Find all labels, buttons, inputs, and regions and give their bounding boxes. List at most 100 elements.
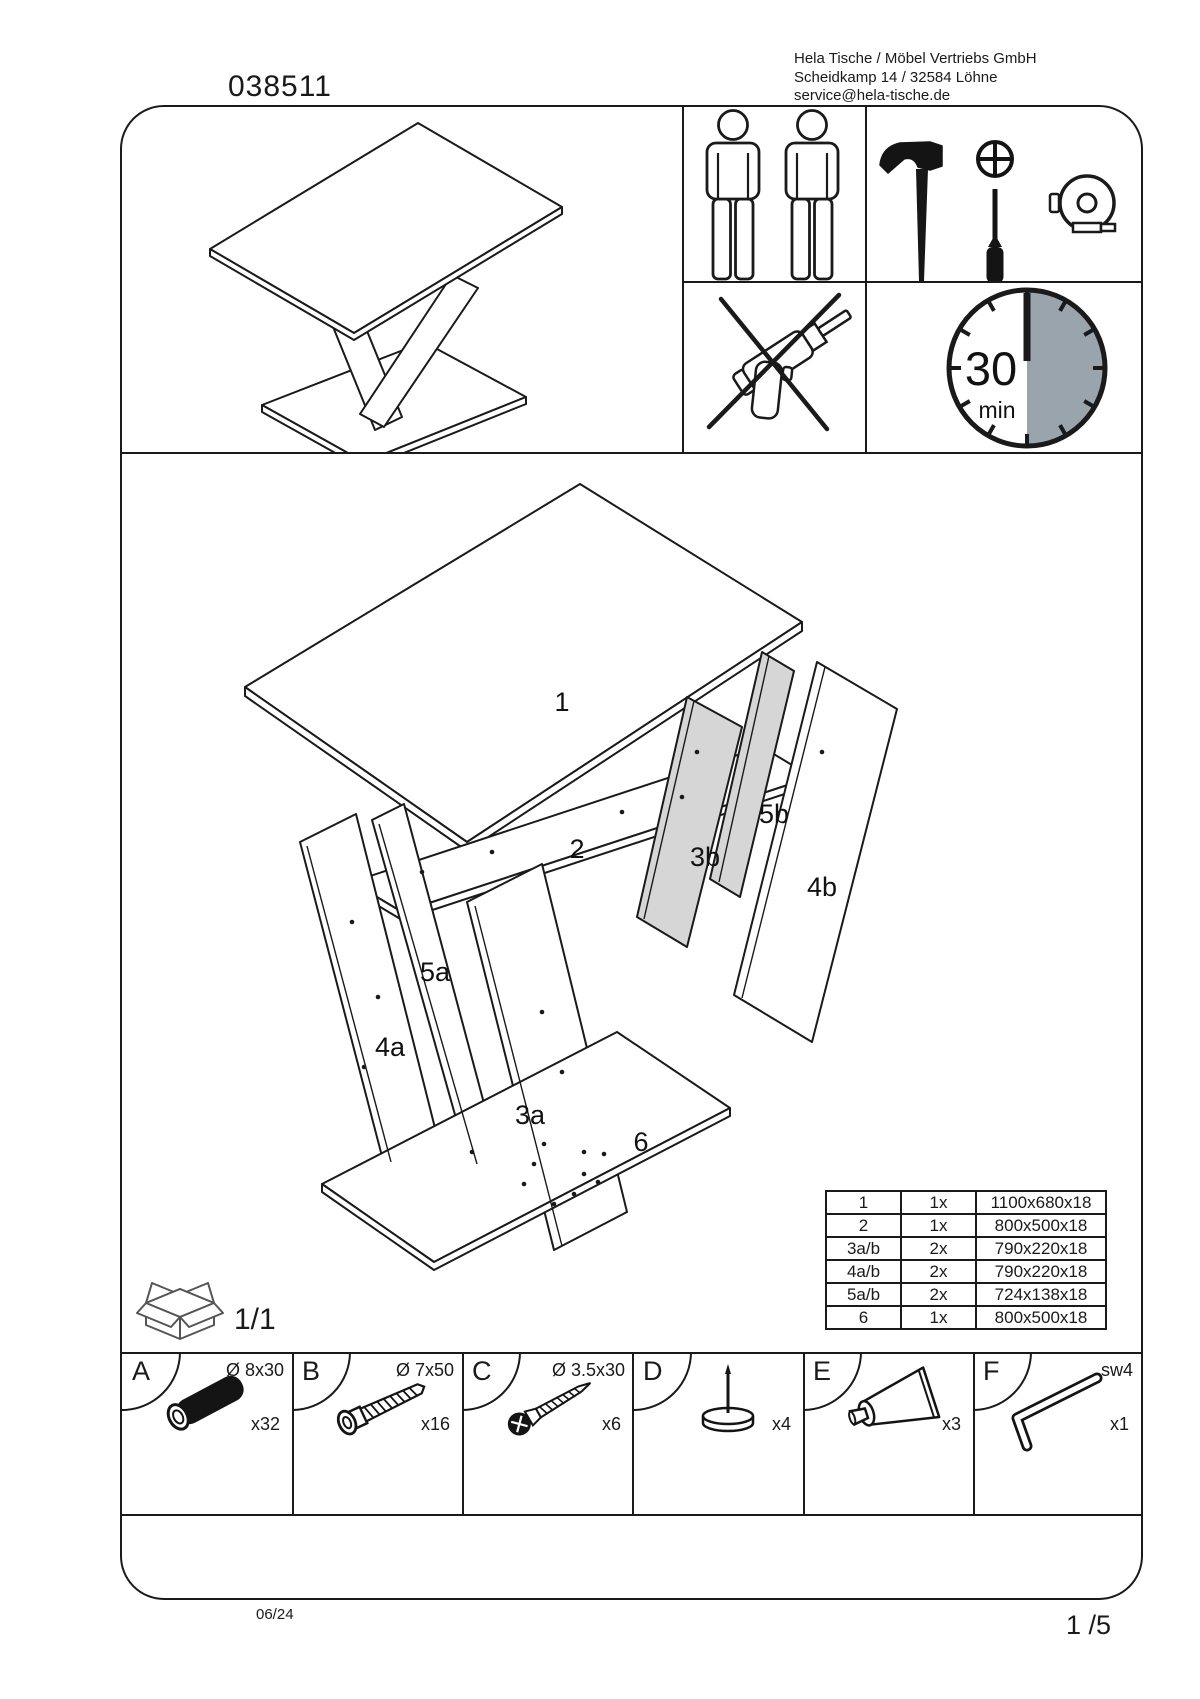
screwdriver-icon bbox=[986, 189, 1004, 281]
confirmat-screw-icon bbox=[336, 1383, 426, 1436]
hardware-letter: C bbox=[472, 1356, 492, 1386]
part-id: 4a/b bbox=[825, 1259, 902, 1284]
part-id: 1 bbox=[825, 1190, 902, 1215]
nail-glide-icon bbox=[701, 1364, 755, 1433]
hardware-letter: D bbox=[643, 1356, 663, 1386]
part-3b-panel bbox=[636, 696, 743, 948]
hardware-letter: B bbox=[302, 1356, 321, 1386]
part-dims: 724x138x18 bbox=[975, 1282, 1107, 1307]
part-id: 3a/b bbox=[825, 1236, 902, 1261]
part-qty: 1x bbox=[900, 1213, 977, 1238]
time-unit: min bbox=[978, 397, 1015, 423]
part-label-5b: 5b bbox=[759, 799, 789, 829]
hardware-qty: x4 bbox=[771, 1414, 791, 1434]
table-row: 1 1x 1100x680x18 bbox=[825, 1190, 1107, 1215]
dowel-hole-dots bbox=[349, 749, 825, 1207]
hardware-qty: x32 bbox=[250, 1414, 280, 1434]
part-qty: 2x bbox=[900, 1282, 977, 1307]
hardware-qty: x6 bbox=[601, 1414, 621, 1434]
footer-date-code: 06/24 bbox=[256, 1606, 294, 1623]
corner-arc bbox=[633, 1352, 692, 1411]
assembled-table-figure bbox=[209, 122, 563, 452]
table-row: 5a/b 2x 724x138x18 bbox=[825, 1282, 1107, 1307]
hardware-spec: Ø 3.5x30 bbox=[551, 1360, 625, 1380]
divider bbox=[632, 1352, 634, 1514]
person-icon bbox=[784, 109, 840, 281]
company-name: Hela Tische / Möbel Vertriebs GmbH bbox=[794, 50, 1037, 67]
hardware-spec: Ø 7x50 bbox=[395, 1360, 454, 1380]
divider bbox=[682, 281, 1141, 283]
hardware-letter: F bbox=[983, 1356, 1000, 1386]
clock-shaded-half bbox=[1027, 290, 1105, 446]
hardware-letter: A bbox=[132, 1356, 151, 1386]
hardware-qty: x1 bbox=[1109, 1414, 1129, 1434]
table-row: 3a/b 2x 790x220x18 bbox=[825, 1236, 1107, 1261]
part-label-4b: 4b bbox=[807, 872, 837, 902]
part-label-1: 1 bbox=[554, 687, 569, 717]
part-label-6: 6 bbox=[633, 1127, 648, 1157]
hardware-spec: Ø 8x30 bbox=[225, 1360, 284, 1380]
parts-table: 1 1x 1100x680x18 2 1x 800x500x18 3a/b 2x… bbox=[825, 1190, 1107, 1330]
hardware-cell-b: B Ø 7x50 x16 bbox=[292, 1352, 462, 1514]
exploded-diagram: 1 2 3b 5b 4b 5a 4a 3a 6 bbox=[244, 483, 898, 1271]
part-id: 5a/b bbox=[825, 1282, 902, 1307]
footer-page-indicator: 1 /5 bbox=[1066, 1610, 1112, 1640]
divider bbox=[292, 1352, 294, 1514]
part-qty: 1x bbox=[900, 1305, 977, 1330]
part-label-2: 2 bbox=[569, 834, 584, 864]
part-dims: 1100x680x18 bbox=[975, 1190, 1107, 1215]
divider bbox=[462, 1352, 464, 1514]
hardware-spec: sw4 bbox=[1100, 1360, 1133, 1380]
tools-panel bbox=[879, 140, 1117, 281]
table-top-edge bbox=[209, 206, 563, 341]
divider bbox=[973, 1352, 975, 1514]
divider bbox=[122, 452, 1141, 454]
table-row: 4a/b 2x 790x220x18 bbox=[825, 1259, 1107, 1284]
no-drill-icon bbox=[706, 292, 852, 432]
hardware-letter: E bbox=[813, 1356, 832, 1386]
time-value: 30 bbox=[965, 342, 1017, 395]
hardware-cell-d: D x4 bbox=[633, 1352, 803, 1514]
hardware-cell-e: E x3 bbox=[803, 1352, 973, 1514]
divider bbox=[865, 107, 867, 452]
model-number: 038511 bbox=[228, 70, 332, 103]
cross-out-lines bbox=[706, 292, 842, 432]
part-dims: 790x220x18 bbox=[975, 1259, 1107, 1284]
hardware-qty: x16 bbox=[420, 1414, 450, 1434]
part-4b-panel bbox=[733, 661, 898, 1043]
company-info: Hela Tische / Möbel Vertriebs GmbH Schei… bbox=[794, 50, 1037, 106]
clock-icon: 30 min bbox=[946, 287, 1108, 449]
hardware-cell-f: F sw4 x1 bbox=[973, 1352, 1141, 1514]
part-qty: 2x bbox=[900, 1236, 977, 1261]
part-dims: 800x500x18 bbox=[975, 1213, 1107, 1238]
hardware-qty: x3 bbox=[941, 1414, 961, 1434]
persons-panel bbox=[705, 109, 840, 281]
table-top bbox=[209, 122, 563, 334]
divider bbox=[122, 1352, 1141, 1354]
table-base-edge bbox=[261, 396, 527, 452]
company-address: Scheidkamp 14 / 32584 Löhne bbox=[794, 68, 998, 86]
corner-arc bbox=[973, 1352, 1032, 1411]
hammer-icon bbox=[879, 141, 943, 281]
part-label-3a: 3a bbox=[515, 1100, 546, 1130]
document-frame: 30 min bbox=[120, 105, 1143, 1600]
divider bbox=[122, 1514, 1141, 1516]
part-dims: 790x220x18 bbox=[975, 1236, 1107, 1261]
table-row: 6 1x 800x500x18 bbox=[825, 1305, 1107, 1330]
corner-arc bbox=[462, 1352, 521, 1411]
part-5b-panel bbox=[709, 651, 795, 898]
box-icon bbox=[136, 1282, 224, 1340]
phillips-head-icon bbox=[976, 140, 1014, 178]
glue-tube-icon bbox=[848, 1366, 941, 1427]
table-row: 2 1x 800x500x18 bbox=[825, 1213, 1107, 1238]
table-leg-right bbox=[359, 274, 479, 428]
package-count: 1/1 bbox=[234, 1303, 276, 1336]
corner-arc bbox=[292, 1352, 351, 1411]
part-id: 2 bbox=[825, 1213, 902, 1238]
wood-screw-icon bbox=[507, 1382, 592, 1436]
divider bbox=[682, 107, 684, 452]
part-qty: 2x bbox=[900, 1259, 977, 1284]
hardware-cell-a: A Ø 8x30 x32 bbox=[122, 1352, 292, 1514]
part-dims: 800x500x18 bbox=[975, 1305, 1107, 1330]
part-label-4a: 4a bbox=[375, 1032, 406, 1062]
